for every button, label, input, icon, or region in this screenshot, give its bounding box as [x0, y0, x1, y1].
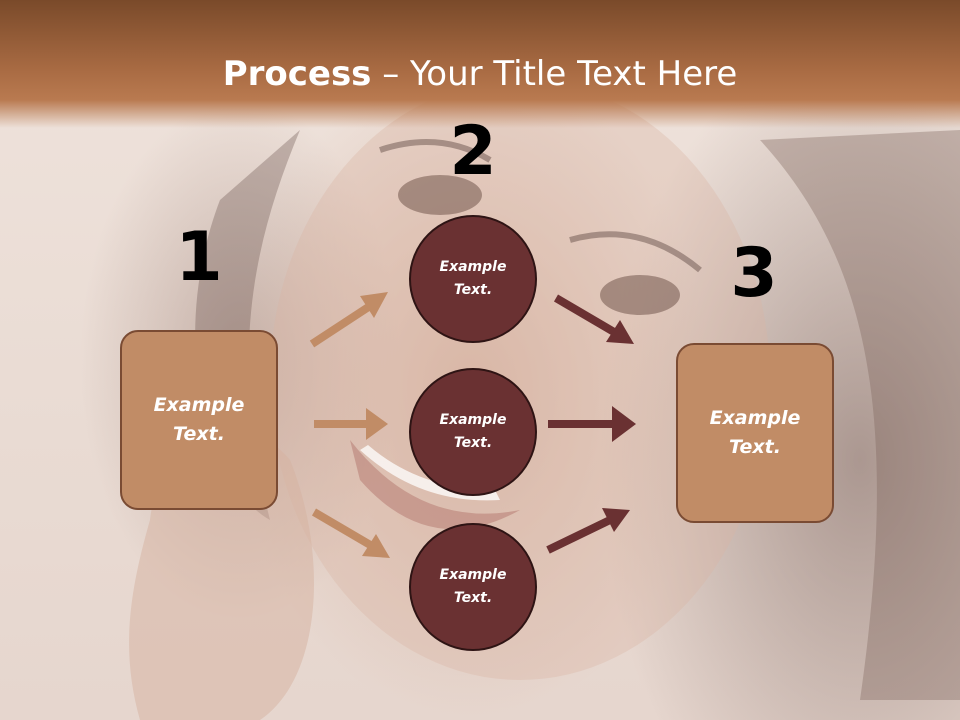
process-circle-3-text: Example Text. — [439, 567, 507, 606]
arrow-right-down-icon — [311, 508, 390, 558]
arrow-right-icon — [314, 408, 388, 440]
process-circle-1[interactable]: Example Text. — [409, 215, 537, 343]
arrow-right-up-dark-icon — [546, 508, 630, 554]
step-number-1: 1 — [175, 218, 223, 297]
process-circle-2-text: Example Text. — [439, 412, 507, 451]
arrow-right-up-icon — [309, 292, 388, 348]
step-box-3-text: Example Text. — [709, 407, 801, 458]
process-circle-1-text: Example Text. — [439, 259, 507, 298]
arrow-right-dark-icon — [548, 406, 636, 442]
step-box-1-text: Example Text. — [153, 394, 245, 445]
step-number-2: 2 — [449, 112, 497, 191]
arrow-right-down-dark-icon — [553, 294, 634, 344]
title-rest: – Your Title Text Here — [371, 54, 738, 94]
step-box-3[interactable]: Example Text. — [676, 343, 834, 523]
process-circle-2[interactable]: Example Text. — [409, 368, 537, 496]
title-bar — [0, 0, 960, 128]
process-circle-3[interactable]: Example Text. — [409, 523, 537, 651]
title-bold: Process — [222, 54, 372, 94]
step-box-1[interactable]: Example Text. — [120, 330, 278, 510]
step-number-3: 3 — [730, 234, 778, 313]
slide-title[interactable]: Process – Your Title Text Here — [0, 50, 960, 98]
